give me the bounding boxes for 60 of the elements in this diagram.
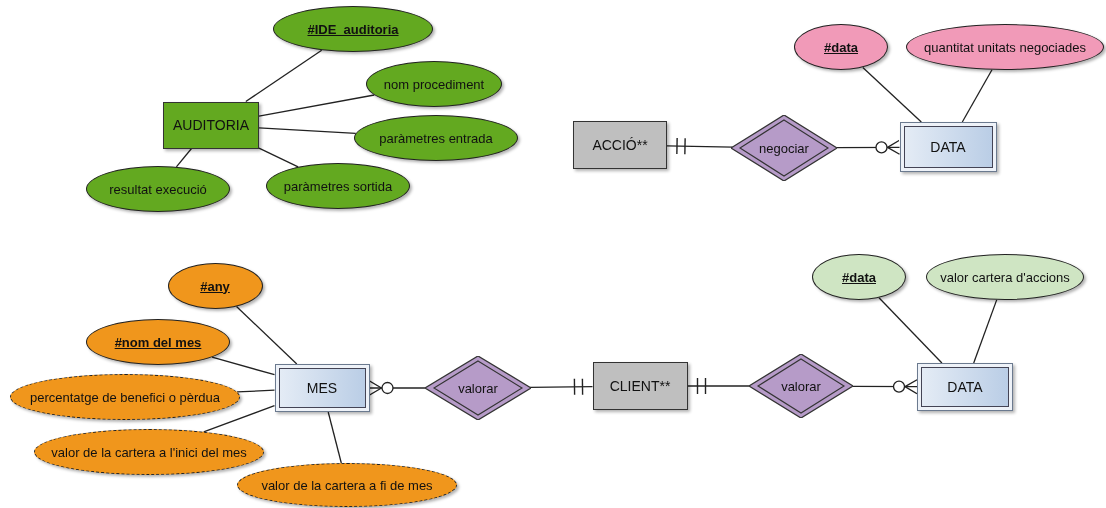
attribute-ellipse [167,263,263,309]
weak-entity-box [274,364,370,412]
entity-box [163,101,259,149]
attribute-ellipse [266,163,410,209]
attribute-line [258,147,299,168]
entity-name: ACCIÓ** [592,137,648,153]
attribute-line [258,127,357,135]
attribute-line [862,66,922,123]
relationship-line [851,379,918,395]
attribute-name: valor de la cartera a fi de mes [261,477,433,493]
attribute-line [973,299,998,364]
attribute-line [878,297,943,364]
attribute-name: percentatge de benefici o pèrdua [29,389,221,405]
attribute-ellipse [812,254,906,300]
relationship-line [666,138,734,155]
attribute-ellipse [794,24,888,70]
attribute-ellipse [366,61,502,107]
attribute-name: resultat execució [109,181,207,197]
attribute-name: #nom del mes [114,334,202,350]
attribute-name: valor de la cartera a l'inici del mes [51,444,247,460]
weak-entity-box [899,122,997,172]
attribute-name: quantitat unitats negociades [924,39,1086,55]
attribute-ellipse [237,463,457,507]
relationship-name: valorar [781,378,821,394]
attribute-name: #any [200,278,230,294]
attribute-name: #data [824,39,858,55]
attribute-name: valor cartera d'accions [940,269,1070,285]
relationship-diamond [425,356,531,420]
attribute-name: #IDE_auditoria [307,21,399,37]
entity-box [573,121,667,169]
relationship-diamond [731,115,837,181]
relationship-line [529,378,594,395]
entity-box [592,362,688,410]
entity-name: AUDITORIA [173,117,249,133]
attribute-ellipse [86,319,230,365]
entity-name: MES [306,380,338,396]
attribute-line [235,305,298,365]
attribute-ellipse [34,429,264,475]
attribute-ellipse [86,166,230,212]
relationship-line [686,378,750,394]
entity-name: DATA [930,139,966,155]
attribute-line [258,94,375,117]
attribute-name: paràmetres entrada [379,130,493,146]
attribute-line [211,356,276,376]
relationship-diamond [749,354,853,418]
relationship-line [368,380,426,396]
entity-name: DATA [947,379,983,395]
attribute-ellipse [10,374,240,420]
entity-name: CLIENT** [609,378,671,394]
attribute-line [203,404,276,433]
attribute-line [175,147,193,168]
relationship-name: valorar [458,380,498,396]
attribute-name: #data [842,269,876,285]
attribute-line [236,389,276,393]
weak-entity-box [917,363,1013,411]
attribute-name: nom procediment [383,76,485,92]
attribute-line [327,411,342,464]
attribute-line [961,69,993,123]
attribute-name: paràmetres sortida [283,178,393,194]
relationship-name: negociar [759,140,809,156]
